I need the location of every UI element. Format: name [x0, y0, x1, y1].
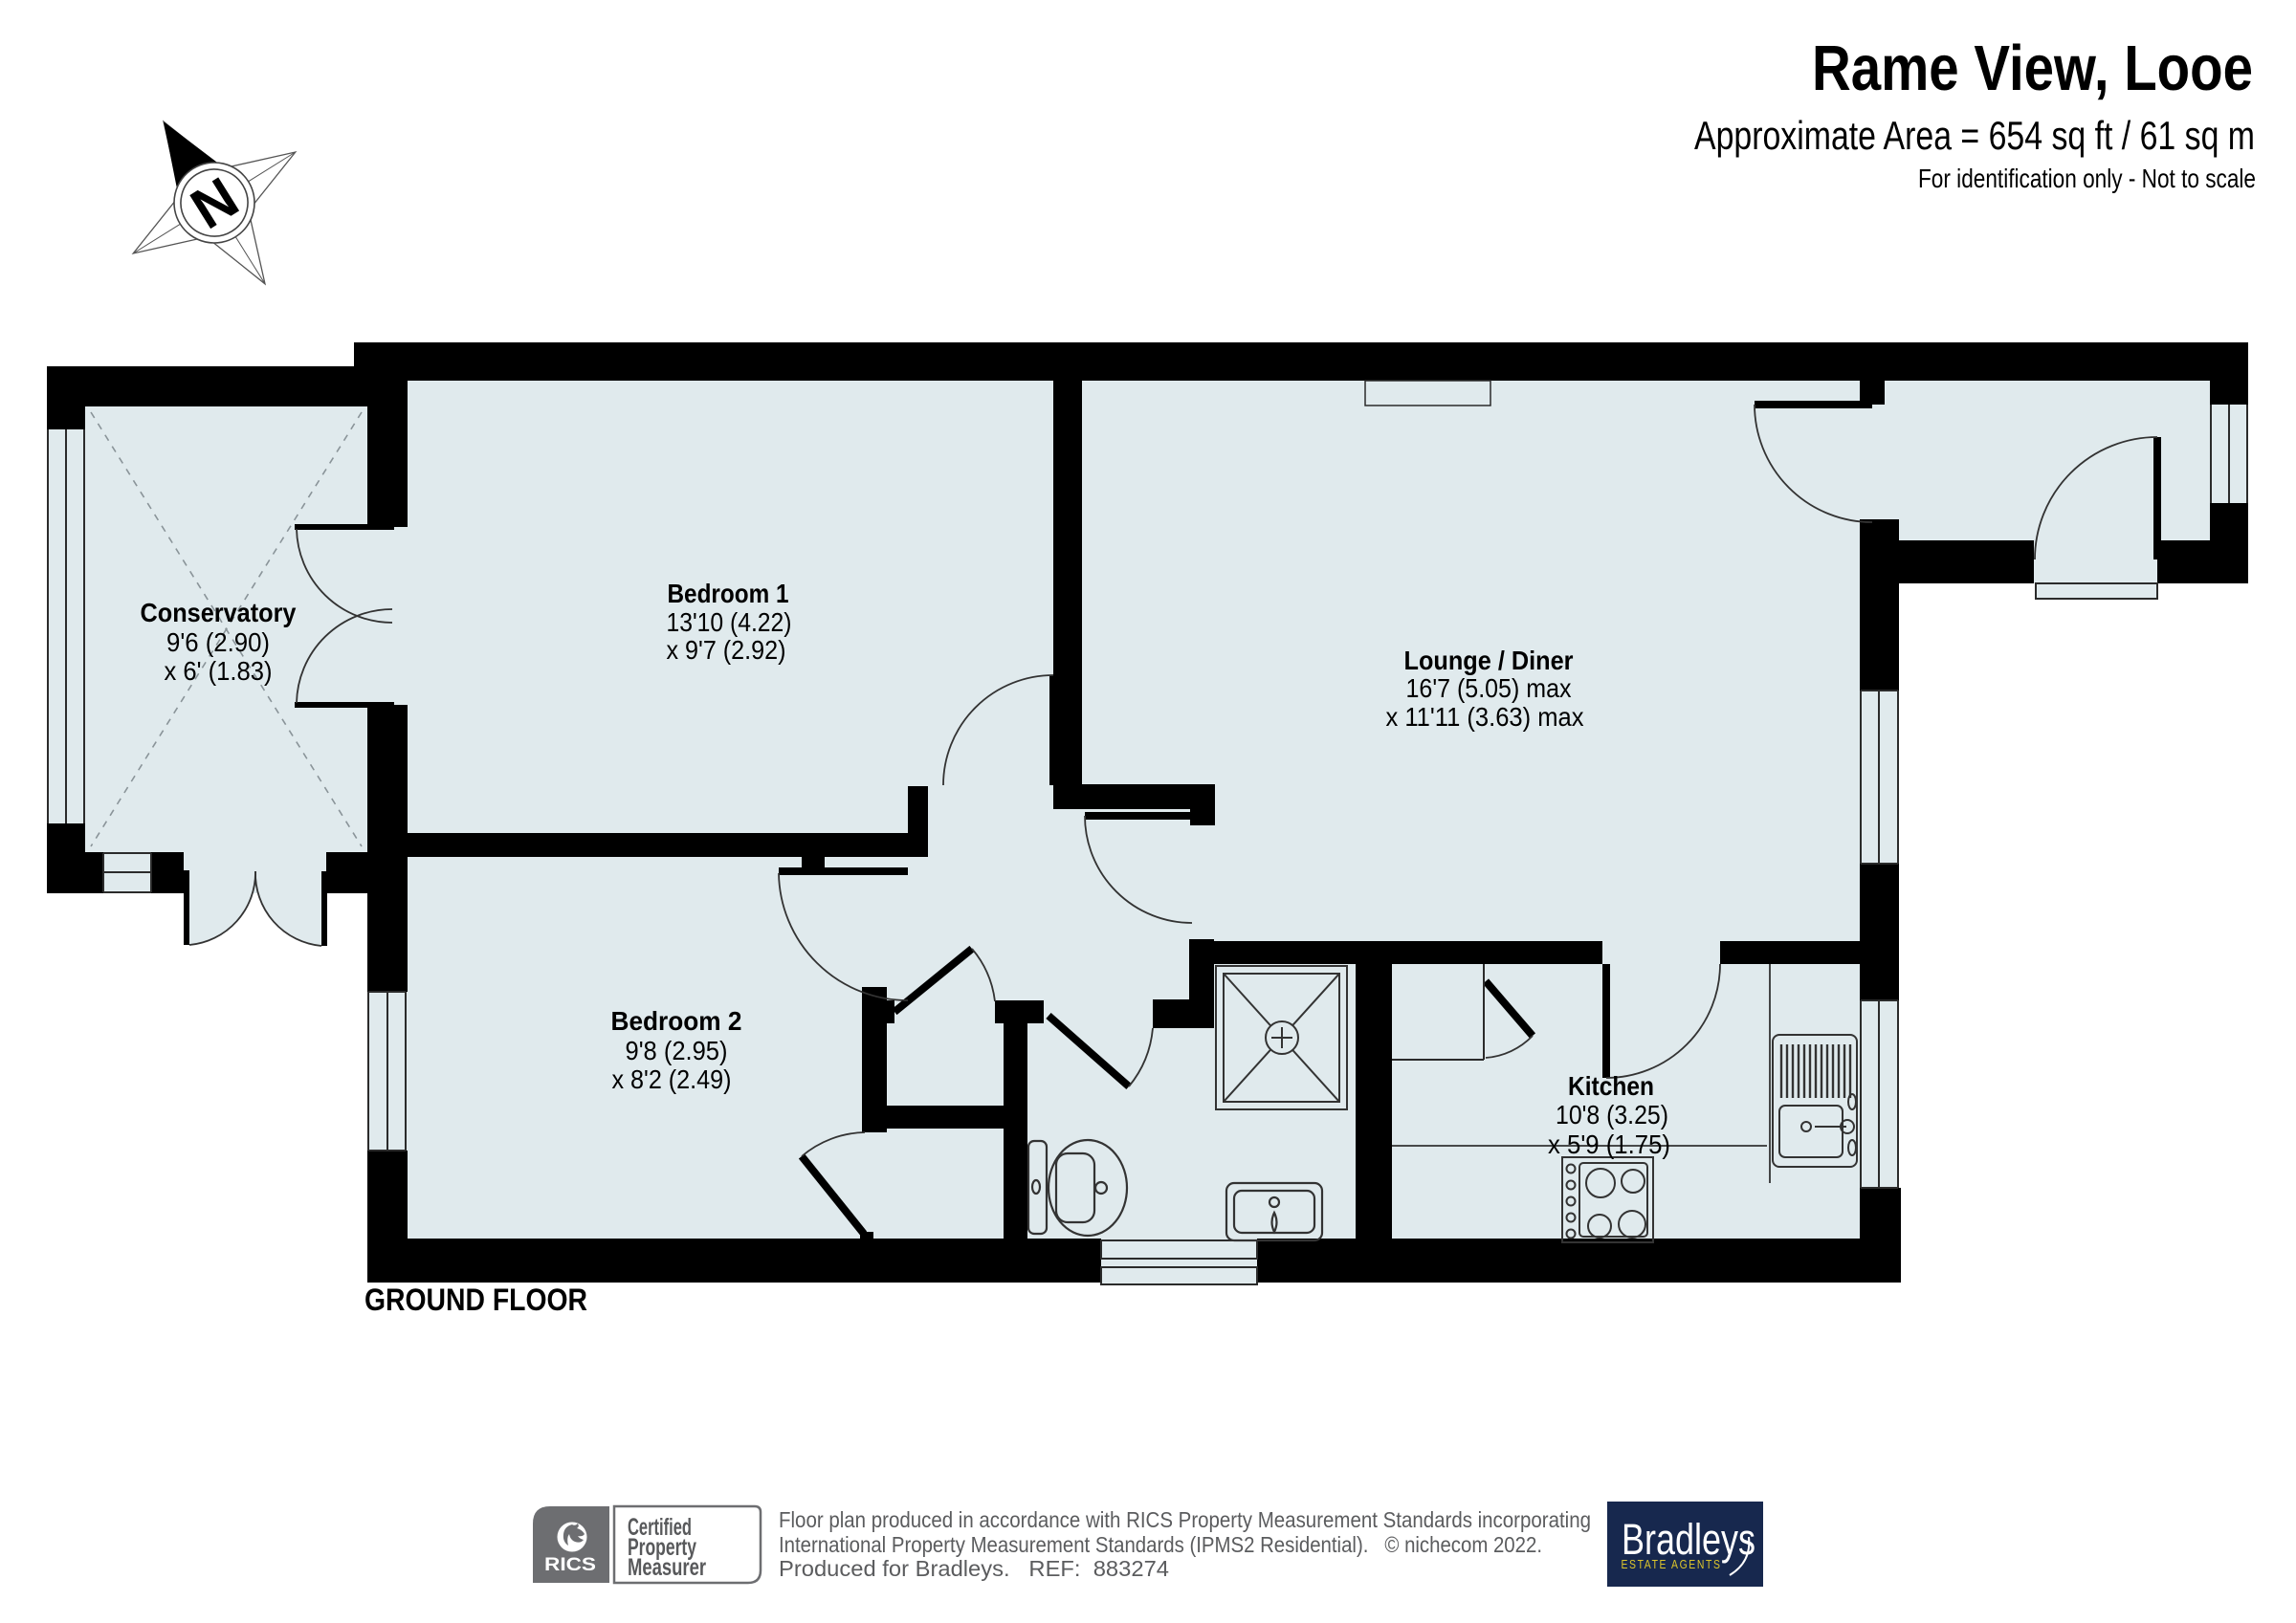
svg-text:Lounge / Diner: Lounge / Diner	[1404, 646, 1574, 675]
svg-text:For identification only - Not: For identification only - Not to scale	[1918, 164, 2256, 193]
svg-text:Property: Property	[628, 1534, 696, 1561]
svg-text:Produced for Bradleys. REF:: Produced for Bradleys. REF: 883274	[779, 1556, 1169, 1581]
svg-text:Bedroom 2: Bedroom 2	[611, 1006, 742, 1036]
svg-text:x 6' (1.83): x 6' (1.83)	[165, 656, 273, 686]
svg-text:Rame View, Looe: Rame View, Looe	[1812, 33, 2253, 104]
svg-text:16'7 (5.05) max: 16'7 (5.05) max	[1406, 673, 1572, 703]
svg-text:x 9'7 (2.92): x 9'7 (2.92)	[667, 635, 786, 665]
svg-text:Certified: Certified	[628, 1514, 692, 1541]
svg-text:13'10 (4.22): 13'10 (4.22)	[667, 607, 792, 637]
svg-text:9'8 (2.95): 9'8 (2.95)	[626, 1036, 728, 1065]
svg-text:10'8 (3.25): 10'8 (3.25)	[1556, 1100, 1668, 1130]
svg-text:Kitchen: Kitchen	[1568, 1071, 1654, 1101]
svg-text:Approximate Area = 654 sq ft /: Approximate Area = 654 sq ft / 61 sq m	[1694, 113, 2255, 158]
svg-text:x 5'9 (1.75): x 5'9 (1.75)	[1548, 1130, 1670, 1159]
svg-text:Measurer: Measurer	[628, 1554, 706, 1581]
svg-text:x 8'2 (2.49): x 8'2 (2.49)	[612, 1064, 732, 1094]
svg-text:9'6 (2.90): 9'6 (2.90)	[166, 627, 270, 657]
svg-text:RICS: RICS	[544, 1555, 596, 1575]
svg-text:Bradleys: Bradleys	[1622, 1515, 1755, 1564]
svg-text:x 11'11 (3.63) max: x 11'11 (3.63) max	[1386, 702, 1584, 732]
svg-text:Floor plan produced in accorda: Floor plan produced in accordance with R…	[779, 1507, 1591, 1532]
svg-text:Bedroom 1: Bedroom 1	[668, 579, 789, 608]
svg-text:Conservatory: Conservatory	[141, 598, 297, 627]
svg-text:ESTATE AGENTS: ESTATE AGENTS	[1622, 1557, 1722, 1571]
svg-text:GROUND FLOOR: GROUND FLOOR	[364, 1283, 587, 1317]
svg-text:International Property Measure: International Property Measurement Stand…	[779, 1532, 1542, 1557]
